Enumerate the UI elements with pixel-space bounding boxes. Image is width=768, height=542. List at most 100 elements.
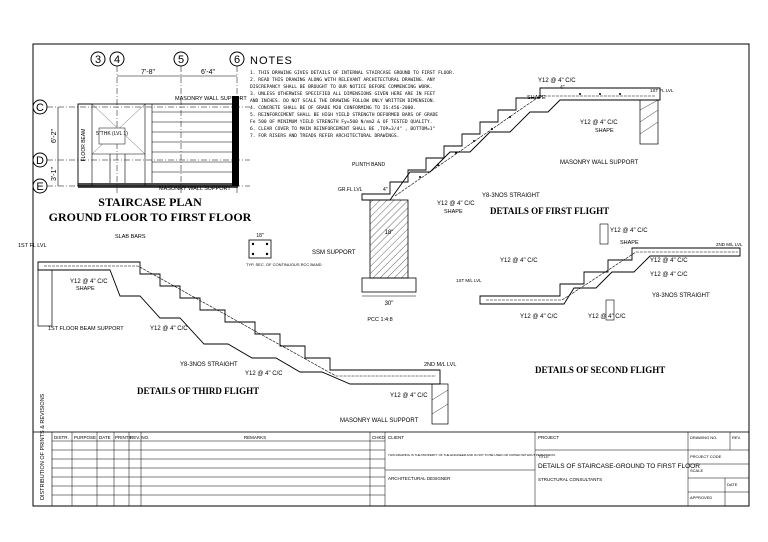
grid-row-c: C bbox=[36, 102, 44, 114]
col-distr: DISTR. bbox=[54, 435, 69, 440]
ff-shape-1: SHAPE bbox=[527, 95, 546, 101]
third-flight-title: DETAILS OF THIRD FLIGHT bbox=[137, 386, 259, 396]
band-section: 18" TYP. SEC. OF CONTINUOUS RCC BAND bbox=[246, 233, 322, 267]
sf-bar-5: Y12 @ 4" C/C bbox=[588, 314, 626, 320]
ff-shape-2: SHAPE bbox=[595, 128, 614, 134]
dim-top-2: 6'-4" bbox=[201, 69, 215, 76]
title-label: TITLE bbox=[538, 454, 549, 459]
footing-dim-30: 30" bbox=[385, 301, 394, 307]
ff-bar-bottom: Y12 @ 4" C/C bbox=[437, 201, 475, 207]
client-note: THIS DRAWING IS THE PROPERTY OF THE ENGI… bbox=[388, 453, 556, 457]
tf-wall: MASONRY WALL SUPPORT bbox=[340, 418, 419, 424]
first-flight-title: DETAILS OF FIRST FLIGHT bbox=[490, 206, 609, 216]
notes-heading: NOTES bbox=[250, 55, 293, 67]
sf-bar-2: Y12 @ 4" C/C bbox=[650, 258, 688, 264]
project-label: PROJECT bbox=[538, 435, 559, 440]
ff-wall: MASONRY WALL SUPPORT bbox=[560, 160, 639, 166]
drawing-title: DETAILS OF STAIRCASE-GROUND TO FIRST FLO… bbox=[538, 463, 700, 470]
third-flight-detail: SLAB BARS 1ST FL LVL Y12 @ 4" C/C SHAPE … bbox=[18, 234, 456, 425]
plan-wall-support-top: MASONRY WALL SUPPORT bbox=[175, 96, 247, 102]
ssm-footing: 18" SSM SUPPORT 30" PCC 1:4:8 bbox=[312, 199, 417, 323]
sf-bar-1: Y12 @ 4" C/C bbox=[610, 228, 648, 234]
ff-first-floor-level: 1ST FL LVL bbox=[650, 88, 674, 93]
consultant-label: STRUCTURAL CONSULTANTS bbox=[538, 477, 602, 482]
ff-ground-level: GR.FL LVL bbox=[338, 187, 363, 193]
plan-wall-support-bottom: MASONRY WALL SUPPORT bbox=[159, 186, 231, 192]
grid-row-e: E bbox=[36, 181, 43, 193]
note-3b: AND INCHES. DO NOT SCALE THE DRAWING FOL… bbox=[250, 98, 435, 104]
ssm-support-label: SSM SUPPORT bbox=[312, 250, 356, 256]
sf-bar-4: Y12 @ 4" C/C bbox=[520, 314, 558, 320]
tf-slab-bars: SLAB BARS bbox=[115, 234, 146, 240]
staircase-plan: 3 4 5 6 7'-8" 6'-4" C D E 6'-2" 3'-1" FL… bbox=[32, 51, 252, 224]
grid-col-5: 5 bbox=[178, 54, 184, 66]
note-5: 5. REINFORCEMENT SHALL BE HIGH YIELD STR… bbox=[250, 112, 438, 118]
col-rev: REV. NO. bbox=[130, 435, 149, 440]
note-2: 2. READ THIS DRAWING ALONG WITH RELEVANT… bbox=[250, 77, 436, 83]
sf-dist: Y8-3NOS STRAIGHT bbox=[652, 293, 710, 299]
tf-bar-1: Y12 @ 4" C/C bbox=[70, 279, 108, 285]
tf-bar-2: Y12 @ 4" C/C bbox=[150, 326, 188, 332]
first-flight-detail: Y12 @ 4" C/C 4" SHAPE Y12 @ 4" C/C SHAPE… bbox=[338, 78, 674, 216]
dim-left-2: 3'-1" bbox=[51, 167, 58, 181]
pcc-label: PCC 1:4:8 bbox=[367, 317, 392, 323]
col-chkd: CHKD bbox=[372, 435, 386, 440]
rev-label: REV. bbox=[732, 435, 741, 440]
distribution-label: DISTRIBUTION OF PRINTS & REVISIONS bbox=[40, 393, 46, 500]
ff-bar-top: Y12 @ 4" C/C bbox=[538, 78, 576, 84]
second-flight-title: DETAILS OF SECOND FLIGHT bbox=[535, 365, 665, 375]
tf-first-floor-level: 1ST FL LVL bbox=[18, 243, 47, 249]
col-date: DATE bbox=[99, 435, 111, 440]
tf-shape-1: SHAPE bbox=[76, 286, 95, 292]
sf-level-bottom: 1ST M/L LVL bbox=[456, 278, 482, 283]
tf-m-level: 2ND M/L LVL bbox=[424, 362, 456, 368]
dim-left-1: 6'-2" bbox=[51, 129, 58, 143]
band-caption: TYP. SEC. OF CONTINUOUS RCC BAND bbox=[246, 262, 322, 267]
note-1: 1. THIS DRAWING GIVES DETAILS OF INTERNA… bbox=[250, 70, 455, 76]
ff-plinth: PLINTH BAND bbox=[352, 162, 385, 168]
sf-shape: SHAPE bbox=[620, 240, 639, 246]
notes-block: NOTES 1. THIS DRAWING GIVES DETAILS OF I… bbox=[250, 55, 455, 139]
second-flight-detail: 2ND M/L LVL 1ST M/L LVL Y12 @ 4" C/C Y12… bbox=[456, 223, 743, 375]
grid-col-6: 6 bbox=[234, 54, 240, 66]
landing-label: 5"THK (LVL 1) bbox=[96, 131, 128, 137]
scale-label: SCALE bbox=[690, 468, 703, 473]
sf-bar-3: Y12 @ 4" C/C bbox=[650, 272, 688, 278]
plan-title: STAIRCASE PLAN bbox=[98, 195, 202, 209]
drawing-no-label: DRAWING NO. bbox=[690, 435, 717, 440]
note-2b: DISCREPANCY SHALL BE BROUGHT TO OUR NOTI… bbox=[250, 84, 433, 90]
date-label: DATE bbox=[727, 482, 738, 487]
note-5b: Fe 500 OF MINIMUM YIELD STRENGTH Fy=500 … bbox=[250, 119, 433, 125]
project-code-label: PROJECT CODE bbox=[690, 454, 722, 459]
plan-subtitle: GROUND FLOOR TO FIRST FLOOR bbox=[49, 210, 252, 224]
ff-bar-mid: Y12 @ 4" C/C bbox=[580, 120, 618, 126]
tf-bar-4: Y12 @ 4" C/C bbox=[390, 393, 428, 399]
note-3: 3. UNLESS OTHERWISE SPECIFIED ALL DIMENS… bbox=[250, 91, 436, 97]
note-6: 6. CLEAR COVER TO MAIN REINFORCEMENT SHA… bbox=[250, 126, 435, 132]
col-remarks: REMARKS bbox=[244, 435, 266, 440]
sf-bar-6: Y12 @ 4" C/C bbox=[500, 258, 538, 264]
col-prints: PRINTS bbox=[115, 435, 132, 440]
note-7: 7. FOR RISERS AND TREADS REFER ARCHITECT… bbox=[250, 133, 399, 139]
ff-dim-4b: 4" bbox=[383, 187, 388, 193]
ff-shape-3: SHAPE bbox=[444, 209, 463, 215]
ff-dist: Y8-3NOS STRAIGHT bbox=[482, 193, 540, 199]
grid-col-3: 3 bbox=[95, 54, 101, 66]
client-label: CLIENT bbox=[388, 435, 404, 440]
sf-level-top: 2ND M/L LVL bbox=[716, 242, 743, 247]
ff-dim-4a: 4" bbox=[560, 85, 565, 91]
tf-bar-3: Y12 @ 4" C/C bbox=[245, 371, 283, 377]
note-4: 4. CONCRETE SHALL BE OF GRADE M20 CONFOR… bbox=[250, 105, 416, 111]
architect-label: ARCHITECTURAL DESIGNER bbox=[388, 476, 451, 481]
grid-row-d: D bbox=[36, 155, 44, 167]
floor-beam-label: FLOOR BEAM bbox=[81, 129, 87, 162]
tf-dist: Y8-3NOS STRAIGHT bbox=[180, 362, 238, 368]
approved-label: APPROVED bbox=[690, 495, 712, 500]
tf-beam-support: 1ST FLOOR BEAM SUPPORT bbox=[48, 326, 124, 332]
grid-col-4: 4 bbox=[114, 54, 120, 66]
band-dim: 18" bbox=[256, 233, 264, 239]
title-block: DISTRIBUTION OF PRINTS & REVISIONS bbox=[32, 393, 750, 507]
col-purpose: PURPOSE bbox=[74, 435, 96, 440]
footing-dim-18: 18" bbox=[385, 230, 394, 236]
